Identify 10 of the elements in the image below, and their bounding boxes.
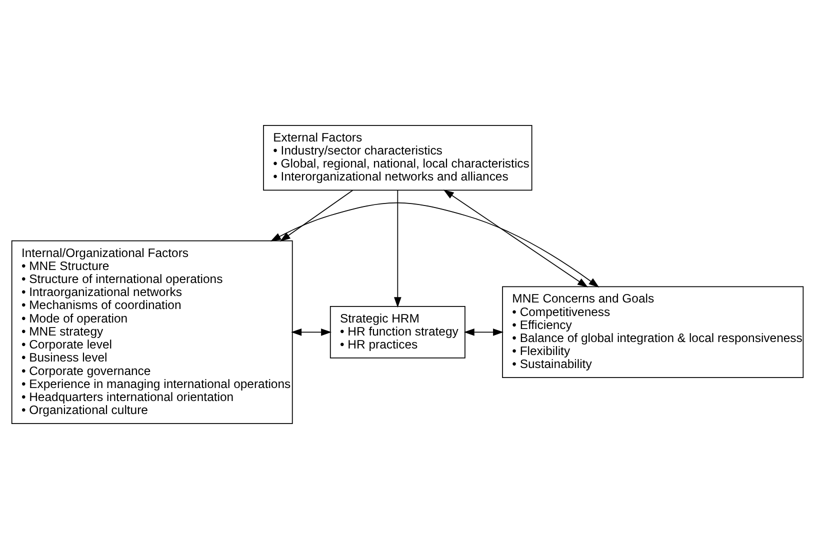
node-box: Internal/Organizational Factors • MNE Structure • Structure of international operations • Intraorganizational networks • Mechanisms of coordination • Mode of operation • MNE strategy • Corporate level • Business level • Corporate governance • Experience in managing international operations • Headquarters international orientation • Organizational culture bbox=[11, 240, 293, 424]
node-box: Strategic HRM • HR function strategy • HR practices bbox=[330, 305, 466, 358]
arrow bbox=[394, 189, 402, 308]
node-box: MNE Concerns and Goals • Competitiveness • Efficiency • Balance of global integration & local responsiveness • Flexibility • Sustainability bbox=[502, 286, 804, 378]
arrow bbox=[270, 202, 600, 287]
node-box: External Factors • Industry/sector characteristics • Global, regional, national, local characteristics • Interorganizational networks and alliances bbox=[263, 124, 532, 190]
arrow bbox=[291, 328, 332, 336]
arrow bbox=[464, 328, 504, 336]
arrow bbox=[280, 189, 354, 241]
arrow bbox=[443, 189, 588, 287]
